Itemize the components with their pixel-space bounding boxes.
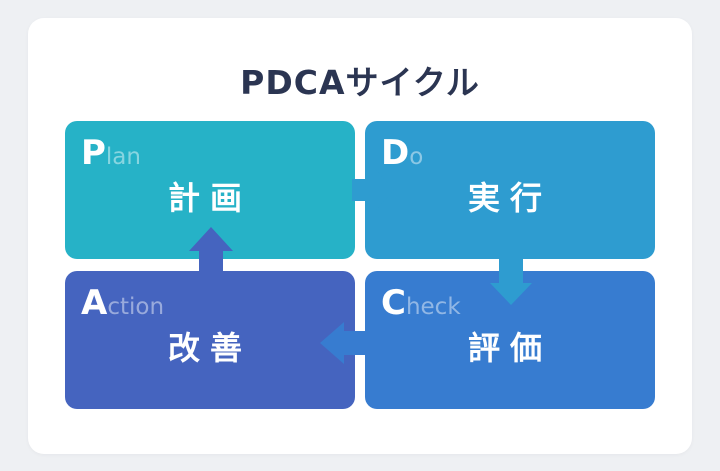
- action-letter: A: [81, 283, 108, 323]
- action-letter-rest: ction: [107, 294, 165, 320]
- do-box: Do 実行: [365, 121, 655, 259]
- check-letter: C: [381, 283, 406, 323]
- plan-label: 計画: [167, 179, 252, 217]
- action-to-plan-arrow: [189, 227, 233, 271]
- do-letter-rest: o: [409, 144, 424, 170]
- check-tag: Check: [381, 283, 461, 323]
- plan-to-do-arrow: [352, 170, 394, 210]
- action-label: 改善: [167, 329, 252, 367]
- action-tag: Action: [81, 283, 164, 323]
- plan-letter: P: [81, 133, 106, 173]
- do-label: 実行: [467, 179, 552, 217]
- plan-letter-rest: lan: [105, 144, 141, 170]
- check-letter-rest: heck: [405, 294, 461, 320]
- check-to-action-arrow: [320, 322, 368, 364]
- diagram-title: PDCAサイクル: [240, 63, 480, 102]
- do-tag: Do: [381, 133, 423, 173]
- action-box: Action 改善: [65, 271, 355, 409]
- plan-tag: Plan: [81, 133, 141, 173]
- do-letter: D: [381, 133, 410, 173]
- check-label: 評価: [467, 329, 552, 367]
- do-to-check-arrow: [490, 259, 532, 305]
